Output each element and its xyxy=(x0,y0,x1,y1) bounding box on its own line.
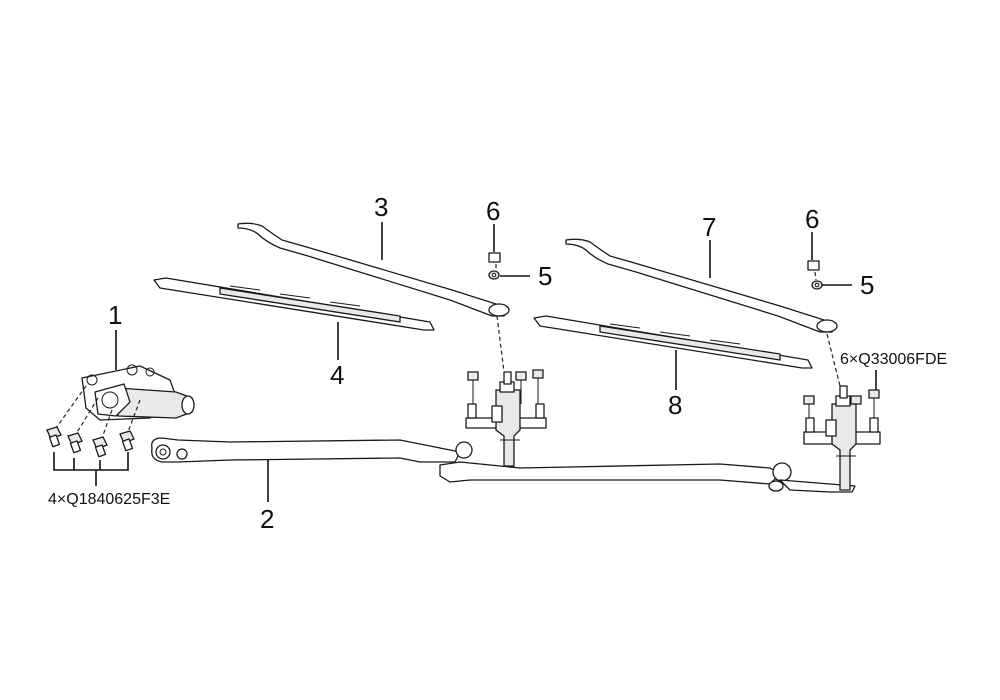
motor-bolt xyxy=(119,430,135,452)
pivot-bolt xyxy=(532,369,544,404)
cap-left xyxy=(488,252,501,263)
callout-2: 2 xyxy=(260,504,274,534)
nut-left xyxy=(488,270,500,280)
pivot-bolt xyxy=(850,395,862,418)
pivot-bolt xyxy=(868,389,880,418)
callout-5-right: 5 xyxy=(860,270,874,300)
callout-6-right: 6 xyxy=(805,204,819,234)
pivot-bolt xyxy=(803,395,815,418)
pivot-bolt xyxy=(515,371,527,404)
pivot-bolt xyxy=(467,371,479,404)
wiper-arm-right xyxy=(565,238,838,333)
motor-bolt xyxy=(46,426,62,448)
motor-bolt xyxy=(67,432,83,454)
pivot-assembly-left xyxy=(465,369,547,467)
pivot-assembly-right xyxy=(803,385,881,491)
motor-bolts xyxy=(46,426,135,458)
spec-pivot-bolts: 6×Q33006FDE xyxy=(840,351,947,368)
wiper-blade-left xyxy=(153,277,435,331)
wiper-linkage xyxy=(151,437,856,493)
callout-6-left: 6 xyxy=(486,196,500,226)
wiper-blade-right xyxy=(533,315,813,369)
callout-7: 7 xyxy=(702,212,716,242)
callout-8: 8 xyxy=(668,390,682,420)
wiper-arm-left xyxy=(237,222,510,317)
callout-3: 3 xyxy=(374,192,388,222)
motor-bolt xyxy=(92,436,108,458)
nut-right xyxy=(811,280,823,290)
callout-1: 1 xyxy=(108,300,122,330)
wiper-motor xyxy=(81,364,195,421)
spec-motor-bolts: 4×Q1840625F3E xyxy=(48,491,170,508)
callout-5-left: 5 xyxy=(538,261,552,291)
callout-4: 4 xyxy=(330,360,344,390)
cap-right xyxy=(807,260,820,271)
